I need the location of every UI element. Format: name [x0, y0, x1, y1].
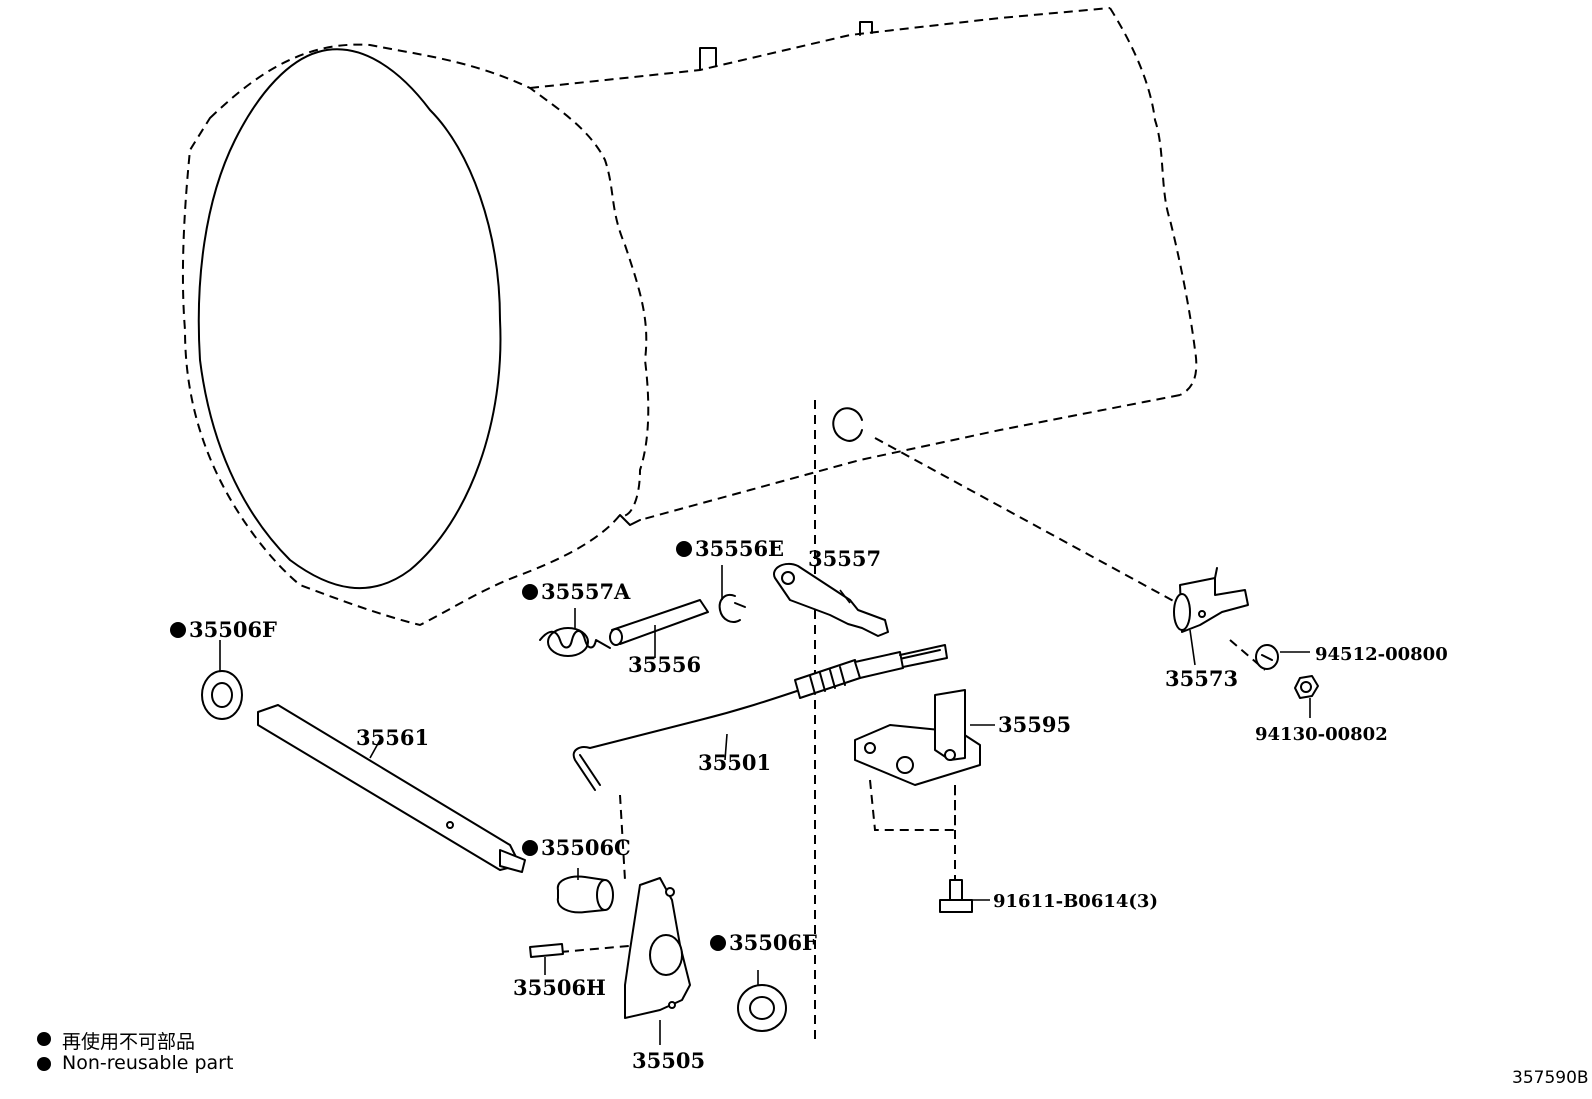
bushing-part [556, 875, 614, 914]
legend-dot-2 [37, 1057, 51, 1071]
bracket-part [1173, 567, 1249, 633]
e-ring-part [718, 594, 746, 623]
label-35501[interactable]: 35501 [698, 750, 771, 775]
figure-code: 357590B [1512, 1068, 1589, 1088]
legend-text-en: Non-reusable part [62, 1052, 234, 1074]
oil-seal-top-part [201, 670, 243, 720]
manual-valve-lever-part [624, 877, 691, 1019]
label-35506H[interactable]: 35506H [513, 975, 606, 1000]
non-reusable-mark [676, 541, 692, 557]
washer-nut-part [1255, 644, 1279, 670]
label-35595[interactable]: 35595 [998, 712, 1071, 737]
label-35561[interactable]: 35561 [356, 725, 429, 750]
label-35506F-bottom[interactable]: 35506F [729, 930, 817, 955]
label-35557[interactable]: 35557 [808, 546, 881, 571]
label-35506F-top[interactable]: 35506F [189, 617, 277, 642]
flange-bolt-part [939, 879, 973, 913]
hex-nut-part [1294, 675, 1319, 699]
label-35557A[interactable]: 35557A [541, 579, 631, 604]
label-94130-00802[interactable]: 94130-00802 [1255, 724, 1388, 745]
pin-part [609, 599, 709, 646]
non-reusable-mark [170, 622, 186, 638]
non-reusable-mark [710, 935, 726, 951]
label-94512-00800[interactable]: 94512-00800 [1315, 644, 1448, 665]
control-shaft-part [257, 704, 526, 873]
label-35556E[interactable]: 35556E [695, 536, 784, 561]
label-91611-B0614[interactable]: 91611-B0614(3) [993, 891, 1158, 912]
label-35505[interactable]: 35505 [632, 1048, 705, 1073]
detent-lever-part [773, 562, 889, 637]
snap-ring-housing [832, 407, 863, 442]
cable-bracket-part [854, 689, 981, 786]
torsion-spring-part [539, 627, 611, 657]
legend-text-jp: 再使用不可部品 [62, 1031, 196, 1053]
part-labels: 35556E 35557 35557A 35506F 35556 35573 9… [170, 536, 1448, 1073]
leader-lines [219, 565, 1311, 1045]
spring-pin-part [529, 943, 564, 958]
non-reusable-mark [522, 584, 538, 600]
transmission-cable-part [572, 644, 948, 791]
label-35573[interactable]: 35573 [1165, 666, 1238, 691]
assembly-lines [559, 400, 1266, 1045]
non-reusable-mark [522, 840, 538, 856]
label-35556[interactable]: 35556 [628, 652, 701, 677]
legend-dot-1 [37, 1032, 51, 1046]
oil-seal-bottom-part [737, 984, 787, 1032]
transmission-housing-outline [181, 7, 1198, 627]
label-35506C[interactable]: 35506C [541, 835, 631, 860]
